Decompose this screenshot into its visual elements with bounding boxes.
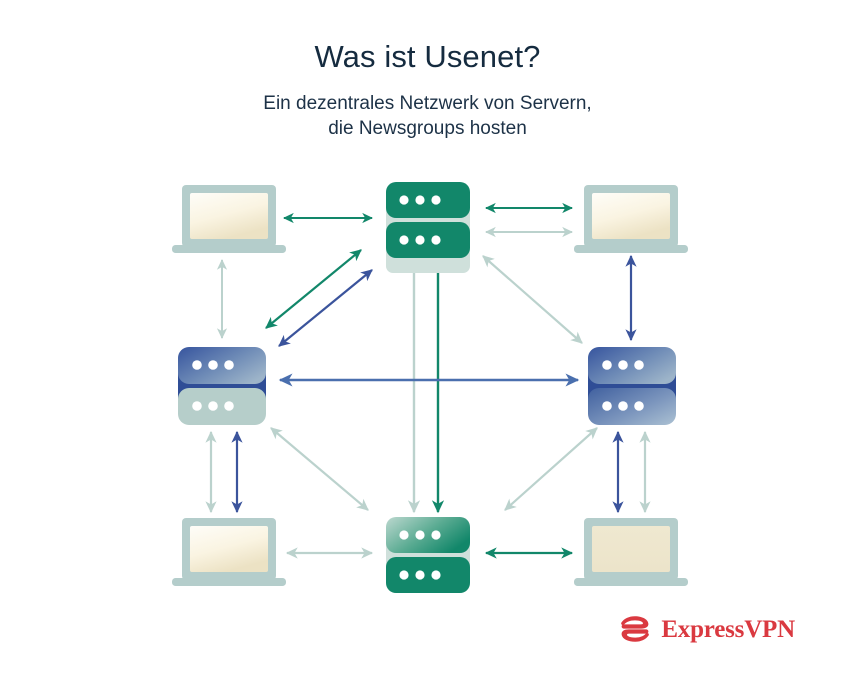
node-server-mid-left[interactable] bbox=[178, 347, 266, 425]
subtitle-line-1: Ein dezentrales Netzwerk von Servern, bbox=[263, 92, 592, 114]
server-status-dot bbox=[415, 570, 425, 580]
network-diagram bbox=[0, 160, 855, 610]
connection-server-mid-left-to-server-top-center-navy bbox=[278, 269, 373, 347]
node-laptop-bottom-left[interactable] bbox=[172, 518, 286, 586]
expressvpn-e-logo-icon bbox=[621, 616, 650, 642]
server-status-dot bbox=[634, 360, 644, 370]
server-status-dot bbox=[431, 235, 441, 245]
page-title: Was ist Usenet? bbox=[314, 39, 541, 74]
node-laptop-top-right[interactable] bbox=[574, 185, 688, 253]
heading-block: Was ist Usenet? Ein dezentrales Netzwerk… bbox=[0, 38, 855, 142]
server-status-dot bbox=[431, 570, 441, 580]
node-laptop-top-left[interactable] bbox=[172, 185, 286, 253]
brand-name: ExpressVPN bbox=[661, 615, 795, 643]
server-status-dot bbox=[192, 401, 202, 411]
server-status-dot bbox=[399, 195, 409, 205]
page-subtitle: Ein dezentrales Netzwerk von Servern, di… bbox=[0, 91, 855, 142]
server-status-dot bbox=[208, 360, 218, 370]
node-laptop-bottom-right[interactable] bbox=[574, 518, 688, 586]
server-status-dot bbox=[224, 401, 234, 411]
subtitle-line-2: die Newsgroups hosten bbox=[328, 118, 527, 140]
node-server-top-center[interactable] bbox=[386, 182, 470, 273]
server-status-dot bbox=[618, 401, 628, 411]
connection-server-mid-left-to-server-top-center-green bbox=[265, 249, 362, 329]
connection-server-mid-left-to-server-bottom-center-pale bbox=[270, 427, 369, 511]
server-status-dot bbox=[415, 195, 425, 205]
server-status-dot bbox=[415, 530, 425, 540]
server-status-dot bbox=[602, 401, 612, 411]
server-status-dot bbox=[192, 360, 202, 370]
server-status-dot bbox=[415, 235, 425, 245]
server-status-dot bbox=[399, 530, 409, 540]
node-server-mid-right[interactable] bbox=[588, 347, 676, 425]
network-diagram-svg bbox=[172, 182, 688, 593]
server-status-dot bbox=[399, 570, 409, 580]
server-status-dot bbox=[431, 530, 441, 540]
server-status-dot bbox=[431, 195, 441, 205]
server-status-dot bbox=[399, 235, 409, 245]
brand-logo: ExpressVPN bbox=[618, 613, 795, 645]
server-status-dot bbox=[224, 360, 234, 370]
connection-layer bbox=[205, 202, 651, 559]
connection-server-top-center-to-server-mid-right-pale bbox=[482, 255, 583, 344]
server-status-dot bbox=[208, 401, 218, 411]
server-status-dot bbox=[618, 360, 628, 370]
node-server-bottom-center[interactable] bbox=[386, 517, 470, 593]
connection-server-bottom-center-to-server-mid-right-pale bbox=[504, 427, 598, 511]
server-status-dot bbox=[634, 401, 644, 411]
server-status-dot bbox=[602, 360, 612, 370]
